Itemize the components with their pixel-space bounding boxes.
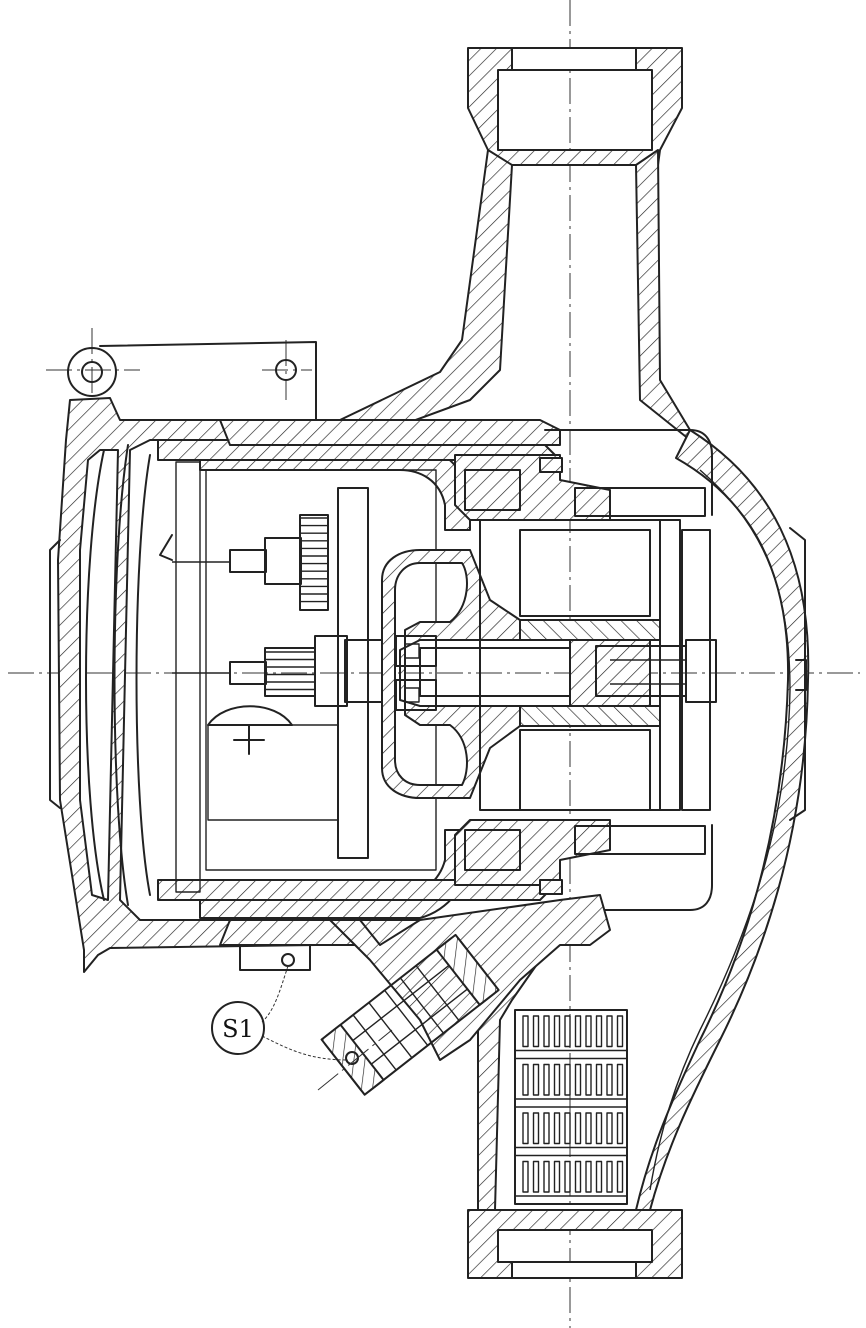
strainer-slot	[606, 1063, 613, 1096]
strainer-slot	[616, 1063, 624, 1096]
callout-s1: S1	[211, 965, 349, 1061]
strainer-slot	[522, 1015, 529, 1048]
strainer-slot	[606, 1015, 613, 1048]
strainer-slot	[532, 1015, 540, 1048]
strainer-slot	[553, 1063, 561, 1096]
strainer-slot	[595, 1015, 603, 1048]
strainer-slot	[564, 1015, 571, 1048]
strainer-slot	[606, 1112, 613, 1145]
strainer-slot	[585, 1112, 592, 1145]
strainer-slot	[574, 1063, 582, 1096]
strainer-band	[514, 1146, 628, 1157]
strainer-slot	[543, 1112, 550, 1145]
strainer-slot	[564, 1112, 571, 1145]
strainer-slot	[532, 1112, 540, 1145]
strainer-slot	[543, 1063, 550, 1096]
strainer-slot	[564, 1160, 571, 1193]
callout-s1-label: S1	[222, 1015, 254, 1043]
strainer-slot	[522, 1063, 529, 1096]
strainer-slot	[616, 1015, 624, 1048]
strainer-slot	[585, 1015, 592, 1048]
strainer-slot	[543, 1015, 550, 1048]
strainer-slot	[606, 1160, 613, 1193]
strainer-slot	[564, 1063, 571, 1096]
strainer-slot	[553, 1015, 561, 1048]
strainer-band	[514, 1049, 628, 1060]
bottom-fitting	[239, 894, 611, 1096]
strainer-slot	[616, 1160, 624, 1193]
strainer-slot	[553, 1112, 561, 1145]
strainer-slot	[616, 1112, 624, 1145]
strainer-band	[514, 1098, 628, 1108]
strainer-slot	[532, 1160, 540, 1193]
strainer-slot	[585, 1160, 592, 1193]
strainer-slot	[543, 1160, 550, 1193]
strainer-band	[514, 1195, 628, 1205]
inlet-strainer	[514, 1009, 628, 1205]
strainer-slot	[532, 1063, 540, 1096]
strainer-slot	[553, 1160, 561, 1193]
pump-casing	[309, 47, 810, 1279]
strainer-slot	[595, 1112, 603, 1145]
strainer-slot	[574, 1160, 582, 1193]
strainer-slot	[574, 1015, 582, 1048]
strainer-slot	[595, 1063, 603, 1096]
rotor-can	[381, 429, 717, 911]
gear-teeth	[265, 517, 328, 691]
strainer-slot	[574, 1112, 582, 1145]
strainer-slot	[522, 1160, 529, 1193]
strainer-slot	[595, 1160, 603, 1193]
strainer-slot	[585, 1063, 592, 1096]
strainer-slot	[522, 1112, 529, 1145]
